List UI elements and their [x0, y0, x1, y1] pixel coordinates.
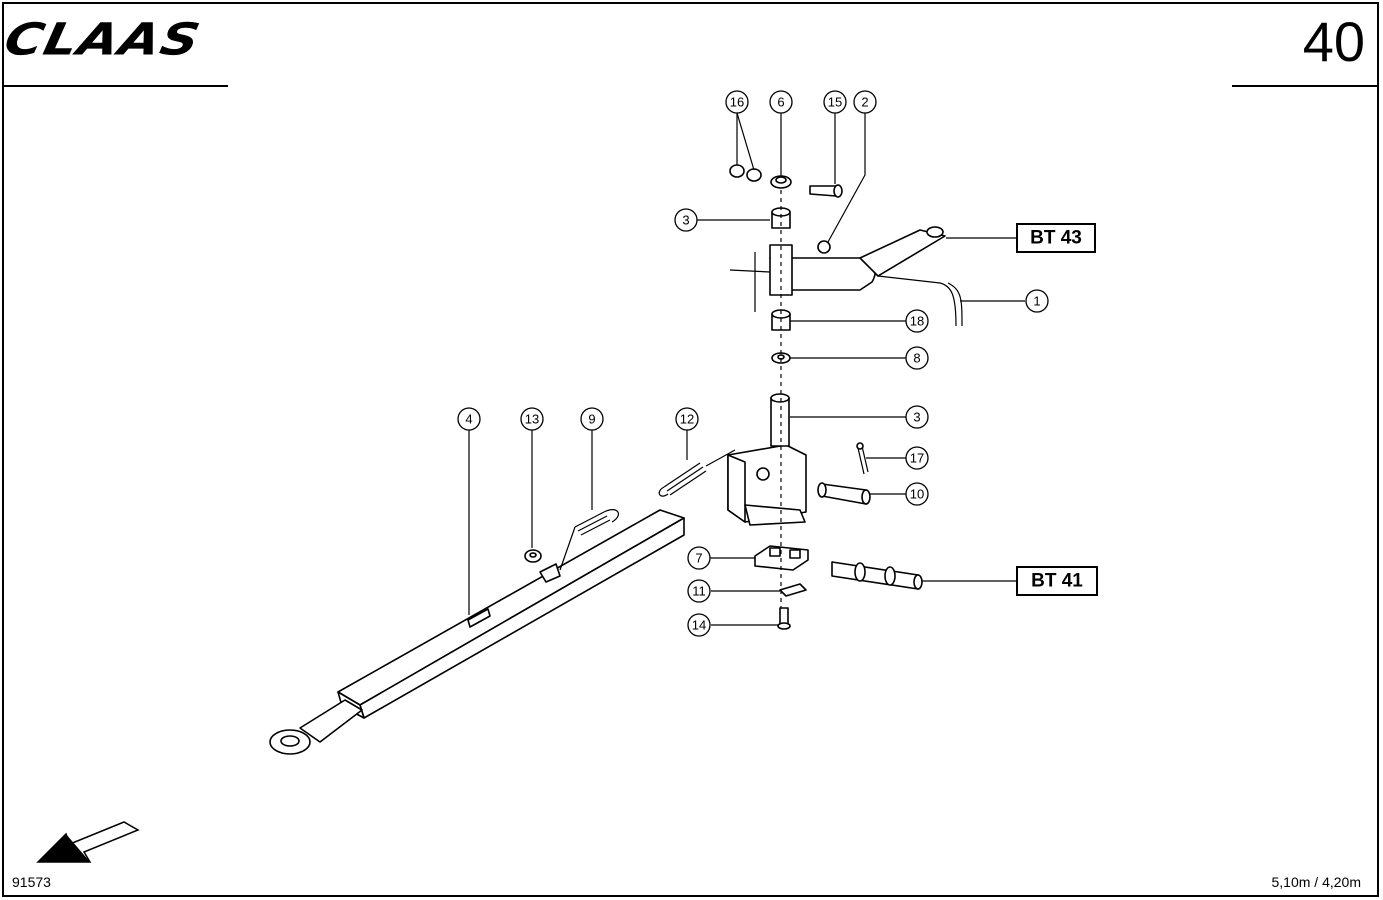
callout-14: 14	[687, 613, 711, 637]
drawbar-part	[269, 509, 685, 755]
svg-text:14: 14	[692, 618, 706, 633]
plate-11-part	[779, 583, 807, 597]
svg-text:BT 43: BT 43	[1030, 228, 1082, 249]
upper-hanger-part	[729, 226, 963, 327]
callout-9: 9	[580, 407, 604, 431]
callout-3-upper: 3	[674, 208, 698, 232]
svg-text:16: 16	[730, 95, 744, 110]
svg-text:10: 10	[910, 487, 924, 502]
callout-18: 18	[905, 309, 929, 333]
callout-2: 2	[853, 90, 877, 114]
callout-3-lower: 3	[905, 405, 929, 429]
bushing-3-part	[771, 207, 791, 229]
callout-8: 8	[905, 346, 929, 370]
svg-text:BT 41: BT 41	[1031, 571, 1083, 592]
nut-2-part	[817, 240, 831, 254]
callout-6: 6	[769, 90, 793, 114]
spring-12-part	[658, 449, 736, 497]
callout-17: 17	[905, 446, 929, 470]
clamp-block-7-part	[754, 545, 809, 571]
working-width-spec: 5,10m / 4,20m	[1271, 874, 1362, 890]
svg-text:1: 1	[1033, 294, 1040, 309]
callout-13: 13	[520, 407, 544, 431]
svg-text:7: 7	[695, 551, 702, 566]
svg-text:13: 13	[525, 412, 539, 427]
callout-4: 4	[457, 407, 481, 431]
reference-bt43: BT 43	[1016, 223, 1096, 253]
washer-6-part	[770, 175, 792, 189]
svg-text:12: 12	[680, 412, 694, 427]
arrow-down-left-icon	[36, 821, 140, 863]
pivot-bracket-part	[727, 393, 807, 526]
callout-12: 12	[675, 407, 699, 431]
svg-text:4: 4	[465, 412, 472, 427]
callout-16: 16	[725, 90, 749, 114]
leader-lines	[468, 112, 1025, 626]
shaft-bt41-part	[831, 561, 923, 590]
page-number: 40	[1302, 10, 1365, 73]
bolt-14-part	[777, 607, 791, 630]
svg-text:3: 3	[682, 213, 689, 228]
svg-text:18: 18	[910, 314, 924, 329]
callout-11: 11	[687, 579, 711, 603]
cotter-pin-17-part	[856, 442, 869, 475]
svg-text:2: 2	[861, 95, 868, 110]
spring-9-part	[559, 509, 620, 571]
svg-text:8: 8	[913, 351, 920, 366]
nuts-16-part	[729, 164, 762, 182]
svg-text:15: 15	[828, 95, 842, 110]
svg-text:9: 9	[588, 412, 595, 427]
callout-1: 1	[1025, 289, 1049, 313]
svg-text:3: 3	[913, 410, 920, 425]
reference-bt41: BT 41	[1016, 566, 1098, 596]
pin-10-part	[817, 482, 871, 505]
callout-15: 15	[823, 90, 847, 114]
callout-7: 7	[687, 546, 711, 570]
nut-13-part	[524, 549, 542, 563]
bolt-15-part	[809, 184, 843, 198]
svg-text:11: 11	[692, 584, 706, 599]
drawing-number: 91573	[12, 874, 51, 890]
svg-text:17: 17	[910, 451, 924, 466]
svg-text:6: 6	[777, 95, 784, 110]
callout-10: 10	[905, 482, 929, 506]
